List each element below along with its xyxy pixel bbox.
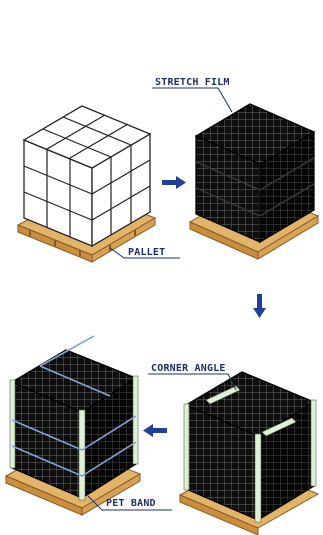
unwrapped-boxes-on-pallet: [18, 106, 155, 262]
arrow-right-1: [162, 176, 186, 189]
pallet-with-pet-band: [6, 336, 140, 515]
arrow-left: [143, 424, 167, 437]
pallet-callout: PALLET: [110, 247, 180, 258]
stretch-film-callout: STRETCH FILM: [152, 77, 232, 112]
pallet-with-corner-angles: [180, 372, 318, 535]
pet-band-label: PET BAND: [106, 498, 156, 509]
stretch-wrapped-pallet: [190, 104, 318, 259]
stretch-film-label: STRETCH FILM: [155, 77, 230, 88]
pallet-label: PALLET: [128, 247, 165, 258]
corner-angle-label: CORNER ANGLE: [151, 363, 226, 374]
arrow-down: [253, 294, 266, 318]
